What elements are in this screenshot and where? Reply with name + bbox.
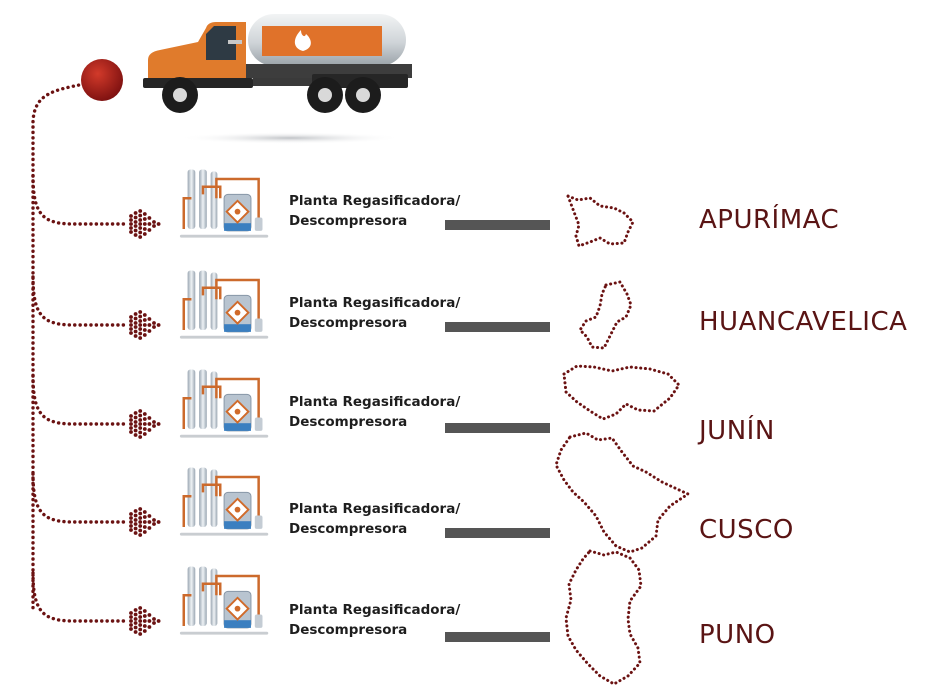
branch-dotted-line: [31, 374, 130, 426]
region-map-outline: [554, 431, 690, 554]
dotted-arrowhead: [129, 507, 161, 537]
connector-bar: [445, 528, 550, 538]
region-name: HUANCAVELICA: [699, 307, 908, 337]
plant-label-line1: Planta Regasificadora/: [289, 394, 461, 410]
region-name: CUSCO: [699, 515, 794, 545]
region-name: PUNO: [699, 620, 776, 650]
branch-dotted-line: [31, 275, 130, 327]
branch-dotted-line: [31, 174, 130, 226]
dotted-arrowhead: [129, 209, 161, 239]
plant-label-line2: Descompresora: [289, 521, 408, 537]
region-map-outline: [566, 194, 635, 248]
regasification-plant-icon: [178, 168, 270, 239]
plant-label-line2: Descompresora: [289, 315, 408, 331]
plant-label: Planta Regasificadora/Descompresora: [289, 293, 460, 333]
connector-bar: [445, 632, 550, 642]
connector-bar: [445, 322, 550, 332]
region-name: JUNÍN: [699, 416, 775, 446]
plant-label: Planta Regasificadora/Descompresora: [289, 392, 460, 432]
region-map-outline: [562, 364, 681, 421]
branch-dotted-line: [31, 571, 130, 623]
region-map-outline: [578, 280, 633, 350]
trunk-dotted-line: [31, 82, 86, 612]
dotted-arrowhead: [129, 606, 161, 636]
branch-dotted-line: [31, 472, 130, 524]
plant-label: Planta Regasificadora/Descompresora: [289, 600, 460, 640]
plant-label-line2: Descompresora: [289, 414, 408, 430]
plant-label-line1: Planta Regasificadora/: [289, 193, 461, 209]
source-node-dot: [81, 59, 123, 101]
plant-label-line2: Descompresora: [289, 213, 408, 229]
region-map-outline: [564, 549, 643, 686]
regasification-plant-icon: [178, 565, 270, 636]
regasification-plant-icon: [178, 368, 270, 439]
plant-label: Planta Regasificadora/Descompresora: [289, 499, 460, 539]
gas-tanker-truck-icon: [143, 14, 412, 144]
plant-label-line1: Planta Regasificadora/: [289, 295, 461, 311]
flame-icon: [294, 30, 311, 51]
dotted-arrowhead: [129, 310, 161, 340]
regasification-plant-icon: [178, 466, 270, 537]
dotted-arrowhead: [129, 409, 161, 439]
connector-bar: [445, 423, 550, 433]
plant-label-line2: Descompresora: [289, 622, 408, 638]
connector-bar: [445, 220, 550, 230]
region-name: APURÍMAC: [699, 205, 840, 235]
plant-label-line1: Planta Regasificadora/: [289, 501, 461, 517]
plant-label: Planta Regasificadora/Descompresora: [289, 191, 460, 231]
regasification-plant-icon: [178, 269, 270, 340]
plant-label-line1: Planta Regasificadora/: [289, 602, 461, 618]
